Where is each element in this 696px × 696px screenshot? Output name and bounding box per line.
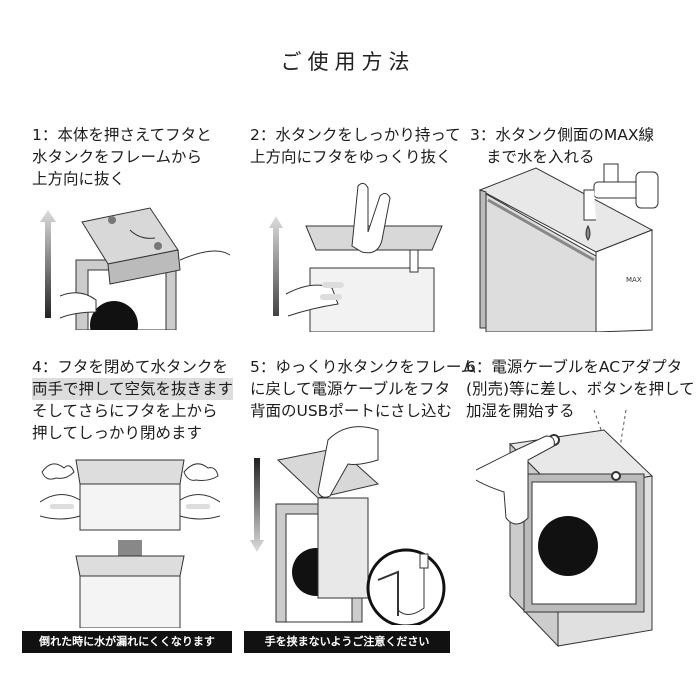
warning-pinch: 手を挟まないようご注意ください bbox=[244, 631, 450, 653]
step-1-illustration bbox=[40, 207, 230, 330]
up-arrow-icon bbox=[269, 216, 283, 316]
step-4-text: 4：フタを閉めて水タンクを両手で押して空気を抜きますそしてさらにフタを上から押し… bbox=[32, 358, 234, 442]
step-6-illustration bbox=[476, 409, 654, 648]
step-2-illustration bbox=[269, 182, 443, 332]
usb-port-zoom bbox=[366, 548, 446, 625]
smiley-face-icon bbox=[538, 516, 598, 576]
step-3-illustration: MAX bbox=[478, 163, 659, 332]
step-5-illustration bbox=[250, 426, 446, 625]
page-title: ご使用方法 bbox=[280, 50, 416, 74]
warning-tip-over: 倒れた時に水が漏れにくくなります bbox=[22, 631, 232, 653]
faucet-icon bbox=[583, 163, 659, 241]
step-2-text: 2：水タンクをしっかり持って上方向にフタをゆっくり抜く bbox=[250, 126, 461, 166]
step-1-text: 1：本体を押さえてフタと水タンクをフレームから上方向に抜く bbox=[32, 126, 212, 188]
smiley-face-icon bbox=[90, 301, 138, 330]
usb-port-icon bbox=[611, 471, 621, 481]
down-arrow-icon bbox=[250, 458, 264, 552]
step-6-text: 6：電源ケーブルをACアダプタ(別売)等に差し、ボタンを押して加湿を開始する bbox=[466, 358, 695, 420]
step-5-text: 5：ゆっくり水タンクをフレームに戻して電源ケーブルをフタ背面のUSBポートにさし… bbox=[250, 358, 477, 420]
step-3-text: 3：水タンク側面のMAX線まで水を入れる bbox=[470, 126, 654, 166]
step-4-illustration bbox=[40, 459, 220, 628]
max-line-label: MAX bbox=[626, 276, 642, 284]
up-arrow-icon bbox=[40, 210, 56, 318]
